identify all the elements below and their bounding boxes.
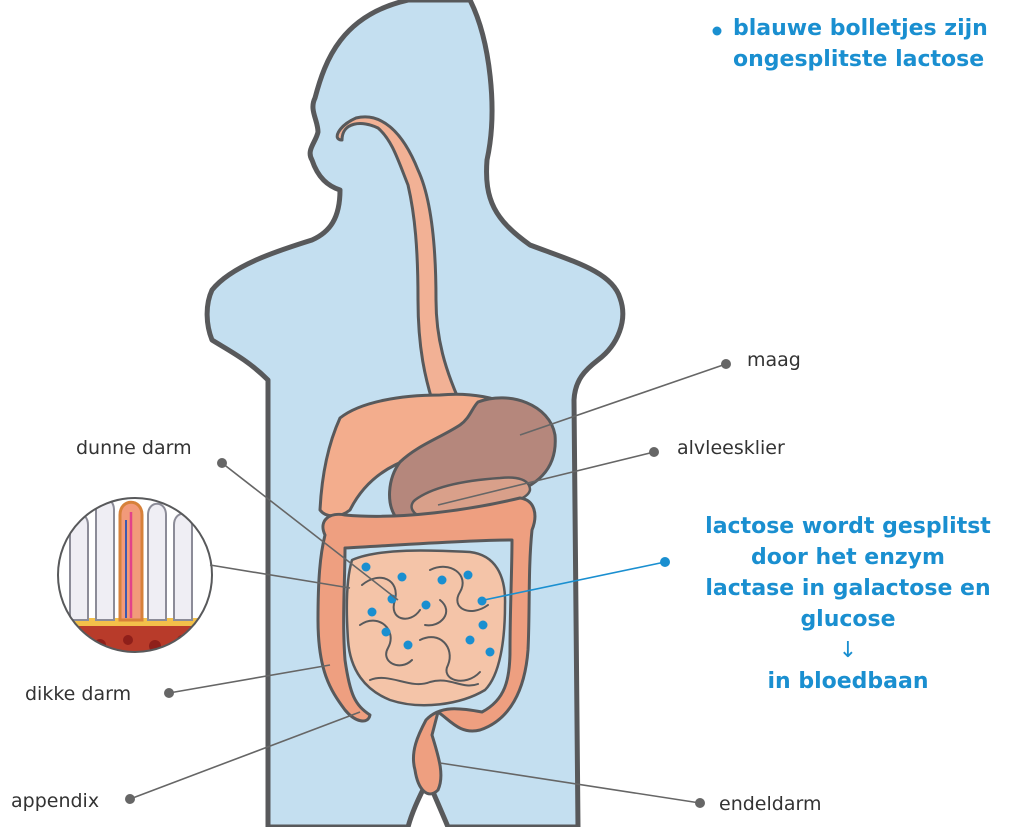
lactose-note-dot <box>660 557 670 567</box>
lactose-note: lactose wordt gesplitst door het enzym l… <box>690 511 1006 697</box>
villi-inset <box>55 498 215 660</box>
label-appendix: appendix <box>11 790 99 812</box>
label-dikke-darm: dikke darm <box>25 683 131 705</box>
label-maag: maag <box>747 349 801 371</box>
label-dunne-darm: dunne darm <box>76 437 192 459</box>
label-endeldarm: endeldarm <box>719 793 821 815</box>
lactose-dot <box>422 601 431 610</box>
note-line-1: lactose wordt gesplitst <box>690 511 1006 542</box>
label-alvleesklier: alvleesklier <box>677 437 785 459</box>
note-line-2: door het enzym <box>690 542 1006 573</box>
lactose-dot <box>478 597 487 606</box>
legend-line-2: ongesplitste lactose <box>733 44 984 75</box>
legend-dot-icon <box>713 27 722 36</box>
lactose-dot <box>486 648 495 657</box>
lactose-dot <box>362 563 371 572</box>
lactose-dot <box>404 641 413 650</box>
lactose-dot <box>466 636 475 645</box>
lactose-dot <box>464 571 473 580</box>
note-line-4: glucose <box>690 604 1006 635</box>
lactose-dot <box>382 628 391 637</box>
lactose-dot <box>479 621 488 630</box>
legend-line-1: blauwe bolletjes zijn <box>733 13 988 44</box>
lactose-dot <box>368 608 377 617</box>
arrow-down-icon: ↓ <box>690 635 1006 666</box>
lactose-dot <box>398 573 407 582</box>
lactose-dot <box>438 576 447 585</box>
note-line-3: lactase in galactose en <box>690 573 1006 604</box>
note-line-5: in bloedbaan <box>690 666 1006 697</box>
